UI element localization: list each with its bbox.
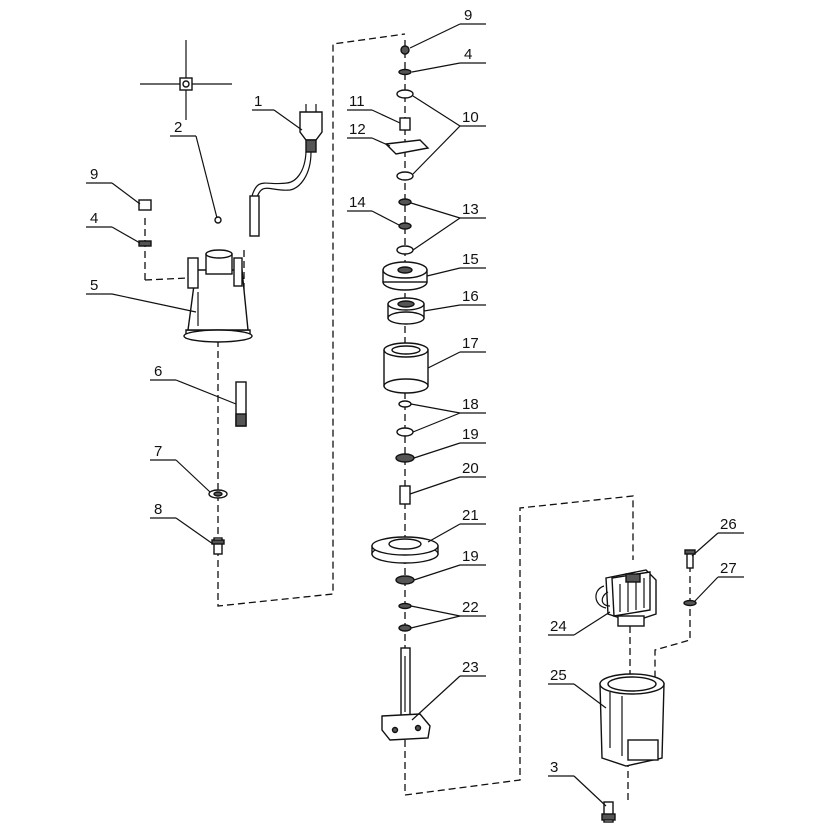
callout-6: 6 xyxy=(154,363,162,380)
callout-11: 11 xyxy=(349,93,365,110)
callout-13: 13 xyxy=(462,201,479,218)
callout-19-lower: 19 xyxy=(462,548,479,565)
callout-25: 25 xyxy=(550,667,567,684)
callout-23: 23 xyxy=(462,659,479,676)
callout-18: 18 xyxy=(462,396,479,413)
callout-27: 27 xyxy=(720,560,737,577)
callout-9-top: 9 xyxy=(464,7,472,24)
callout-1: 1 xyxy=(254,93,262,110)
callout-22: 22 xyxy=(462,599,479,616)
callout-2: 2 xyxy=(174,119,182,136)
part-motor-housing-25 xyxy=(599,673,665,767)
callout-4-top: 4 xyxy=(464,46,472,63)
callout-24: 24 xyxy=(550,618,567,635)
callout-16: 16 xyxy=(462,288,479,305)
crosshair-mark xyxy=(140,40,232,120)
callout-15: 15 xyxy=(462,251,479,268)
callout-20: 20 xyxy=(462,460,479,477)
callout-10: 10 xyxy=(462,109,479,126)
part-pump-cover xyxy=(183,249,253,343)
part-screw-3 xyxy=(601,801,616,823)
callout-5: 5 xyxy=(90,277,98,294)
callout-7: 7 xyxy=(154,443,162,460)
part-ring-7 xyxy=(208,489,228,499)
part-washer-4-left xyxy=(138,240,152,247)
callout-21: 21 xyxy=(462,507,479,524)
callout-14: 14 xyxy=(349,194,366,211)
center-column-parts xyxy=(371,45,439,741)
callout-labels: 1 2 3 4 4 5 6 7 8 9 9 10 11 12 13 14 15 … xyxy=(90,7,737,776)
part-cable-sleeve-6 xyxy=(235,381,247,427)
callout-8: 8 xyxy=(154,501,162,518)
leader-lines xyxy=(86,23,744,807)
part-stator-24 xyxy=(595,569,657,627)
part-screw-8 xyxy=(211,537,225,555)
part-pin-2 xyxy=(214,216,222,224)
callout-9-left: 9 xyxy=(90,166,98,183)
part-plug xyxy=(249,104,323,237)
part-screw-26 xyxy=(684,549,696,569)
part-small-screw-9-left xyxy=(138,199,152,211)
callout-12: 12 xyxy=(349,121,366,138)
callout-3: 3 xyxy=(550,759,558,776)
callout-26: 26 xyxy=(720,516,737,533)
callout-19-upper: 19 xyxy=(462,426,479,443)
callout-17: 17 xyxy=(462,335,479,352)
part-washer-27 xyxy=(683,599,697,607)
callout-4-left: 4 xyxy=(90,210,98,227)
